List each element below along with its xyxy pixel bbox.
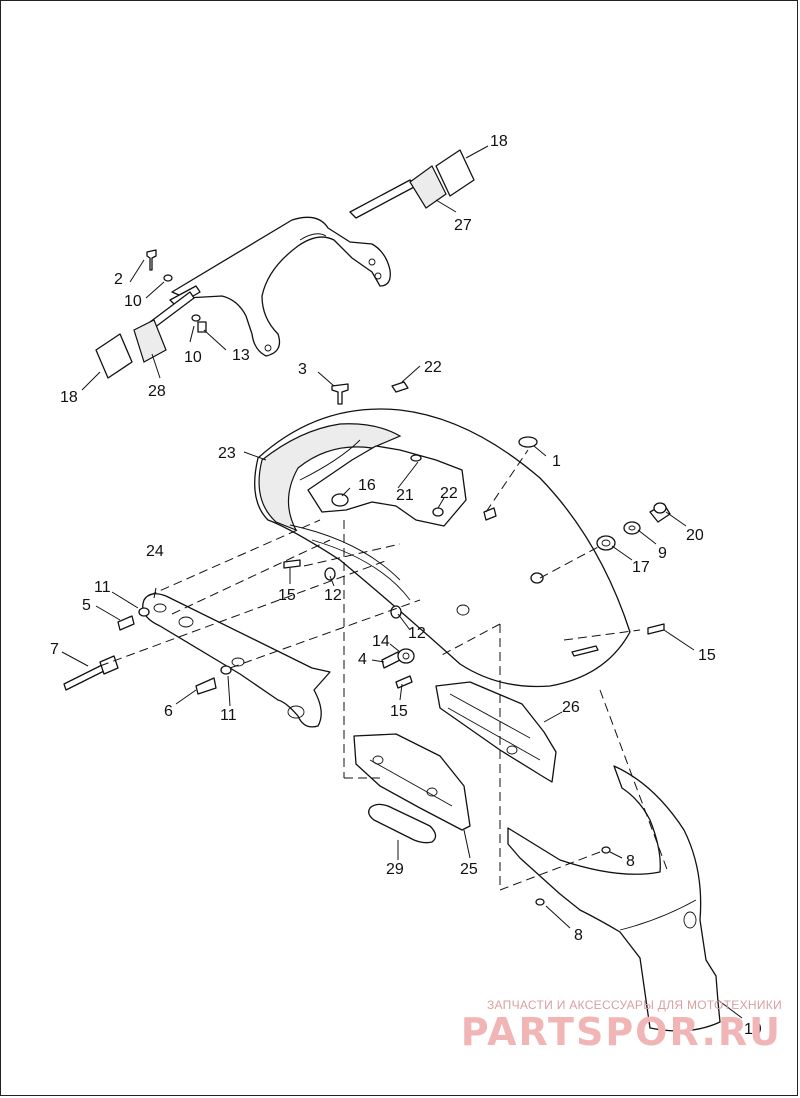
fastener-3 — [331, 383, 349, 405]
reflector-strip-right — [349, 149, 475, 219]
callout-6: 6 — [164, 703, 173, 720]
callout-3: 3 — [298, 361, 307, 378]
callout-12-left: 12 — [324, 587, 342, 604]
plug-1 — [518, 436, 538, 448]
mount-bracket-26 — [435, 681, 557, 783]
callout-15-left: 15 — [278, 587, 296, 604]
callout-10-top: 10 — [124, 293, 142, 310]
callout-15-middle: 15 — [390, 703, 408, 720]
watermark: ЗАПЧАСТИ И АКСЕССУАРЫ ДЛЯ МОТОТЕХНИКИ PA… — [461, 998, 782, 1052]
callout-18-right: 18 — [490, 133, 508, 150]
pin-15-right — [647, 623, 665, 635]
callout-25: 25 — [460, 861, 478, 878]
assembly-lines — [99, 449, 669, 891]
callout-16: 16 — [358, 477, 376, 494]
callout-7: 7 — [50, 641, 59, 658]
washers-17-9-20 — [596, 502, 671, 551]
watermark-brand: PARTSPOR.RU — [460, 1010, 782, 1054]
callout-23: 23 — [218, 445, 236, 462]
callout-19: 19 — [744, 1021, 762, 1038]
pin-15-left — [283, 559, 301, 569]
callout-11-top: 11 — [94, 579, 111, 596]
callout-28: 28 — [148, 383, 166, 400]
callout-1: 1 — [552, 453, 561, 470]
side-bracket-24 — [142, 593, 331, 728]
callout-27: 27 — [454, 217, 472, 234]
top-bracket — [171, 216, 391, 357]
reflector-strip-left — [95, 285, 201, 379]
watermark-subtitle: ЗАПЧАСТИ И АКСЕССУАРЫ ДЛЯ МОТОТЕХНИКИ — [486, 998, 782, 1012]
callout-29: 29 — [386, 861, 404, 878]
callout-20: 20 — [686, 527, 704, 544]
callout-22-top: 22 — [424, 359, 442, 376]
callout-10-bottom: 10 — [184, 349, 202, 366]
callout-14: 14 — [372, 633, 390, 650]
callout-8-bottom: 8 — [574, 927, 583, 944]
callout-4: 4 — [358, 651, 367, 668]
callout-22-mid: 22 — [440, 485, 458, 502]
leader-lines — [61, 145, 743, 1019]
mount-bracket-25 — [353, 733, 471, 831]
callout-9: 9 — [658, 545, 667, 562]
pin-15-middle — [395, 675, 413, 689]
clip-22-top — [391, 381, 409, 393]
callout-numbers: 2 10 10 13 18 28 18 27 3 22 23 1 16 21 2… — [50, 133, 762, 1038]
fasteners-center — [381, 648, 415, 669]
strip-29 — [368, 803, 437, 844]
callout-11-bottom: 11 — [220, 707, 237, 724]
top-small-fasteners — [146, 249, 207, 333]
callout-17: 17 — [632, 559, 650, 576]
callout-15-right: 15 — [698, 647, 716, 664]
callout-18-left: 18 — [60, 389, 78, 406]
callout-21: 21 — [396, 487, 414, 504]
rear-fender — [254, 408, 631, 688]
callout-24: 24 — [146, 543, 164, 560]
callout-26: 26 — [562, 699, 580, 716]
callout-8-top: 8 — [626, 853, 635, 870]
callout-5: 5 — [82, 597, 91, 614]
callout-13: 13 — [232, 347, 250, 364]
lower-fender-19 — [507, 765, 721, 1032]
callout-12-right: 12 — [408, 625, 426, 642]
callout-2: 2 — [114, 271, 123, 288]
